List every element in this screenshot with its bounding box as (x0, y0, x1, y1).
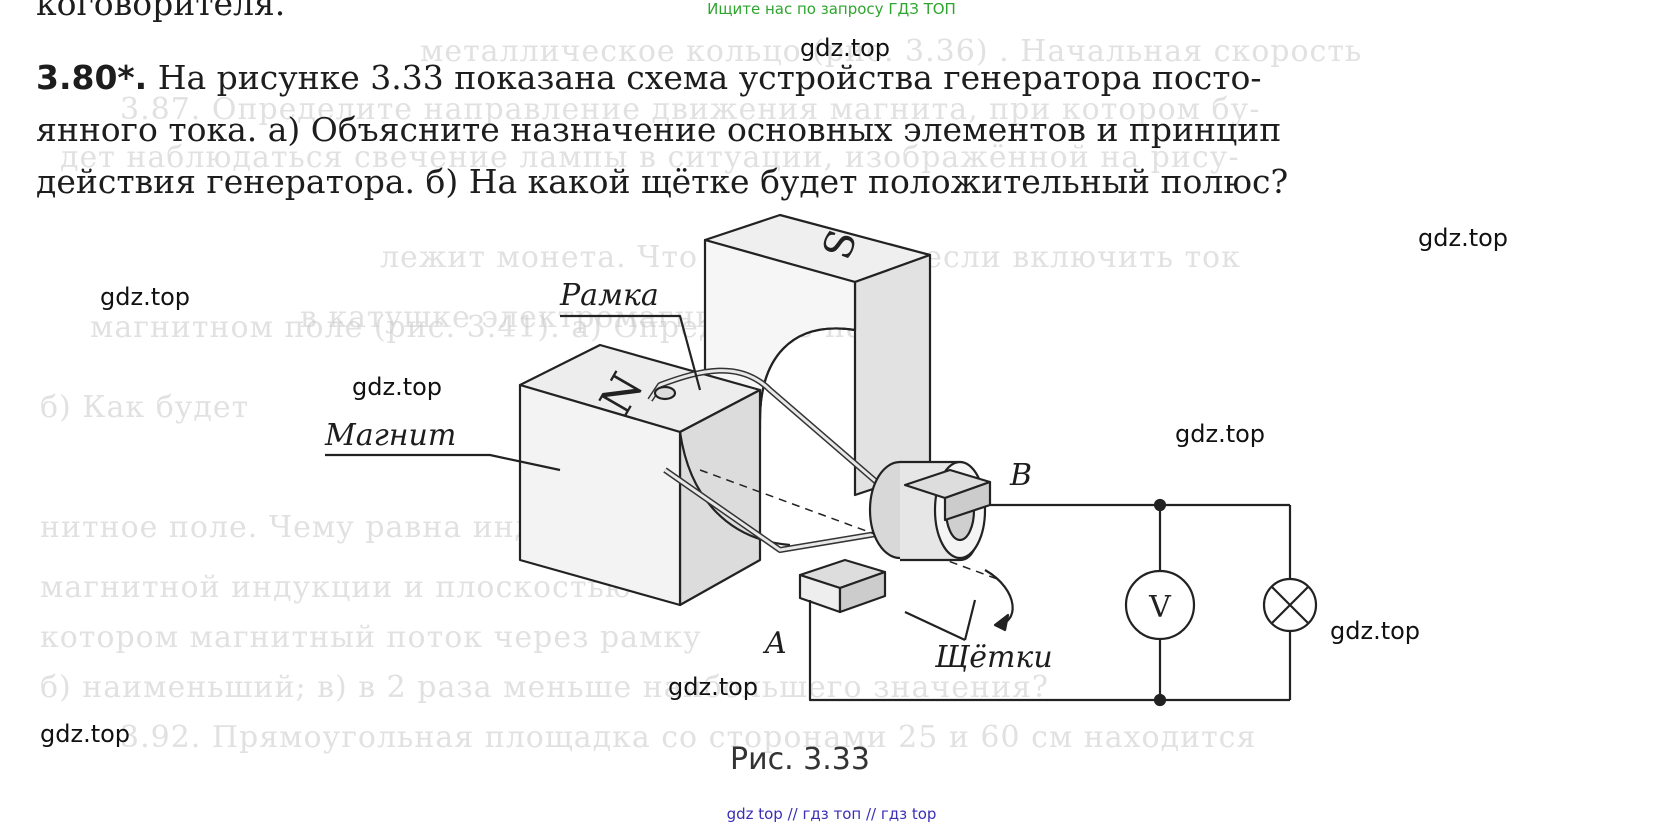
problem-line-1: 3.80*. На рисунке 3.33 показана схема ус… (36, 58, 1262, 97)
search-banner: Ищите нас по запросу ГДЗ ТОП (707, 0, 956, 18)
problem-line-3: действия генератора. б) На какой щётке б… (36, 162, 1289, 201)
brushes-label: Щётки (935, 640, 1053, 675)
watermark: gdz.top (668, 673, 759, 701)
problem-number: 3.80*. (36, 58, 148, 97)
bleed-through-text: дет наблюдаться свечение лампы в ситуаци… (60, 140, 1240, 175)
watermark: gdz.top (1418, 224, 1509, 252)
footer-links: gdz top // гдз топ // гдз top (726, 805, 937, 823)
bleed-through-text: 3.92. Прямоугольная площадка со сторонам… (120, 720, 1257, 755)
problem-line-2: янного тока. а) Объясните назначение осн… (36, 110, 1282, 149)
watermark: gdz.top (352, 373, 443, 401)
watermark: gdz.top (800, 34, 891, 62)
brush-a-label: A (765, 626, 787, 661)
brush-b-label: B (1010, 458, 1033, 493)
watermark: gdz.top (1330, 617, 1421, 645)
voltmeter-label: V (1148, 590, 1172, 625)
magnet-label: Магнит (325, 418, 457, 453)
magnet-n (518, 343, 791, 607)
bleed-through-text: котором магнитный поток через рамку (40, 620, 702, 655)
bleed-through-text: 3.87. Определите направление движения ма… (120, 92, 1261, 127)
watermark: gdz.top (1175, 420, 1266, 448)
bleed-through-text: в катушке электромагнита? (300, 300, 770, 335)
magnet-s (703, 213, 932, 497)
watermark: gdz.top (40, 720, 131, 748)
bleed-through-text: магнитной индукции и плоскостью (40, 570, 632, 605)
watermark: gdz.top (100, 283, 191, 311)
bleed-through-text: металлическое кольцо (рис. 3.36) . Начал… (420, 34, 1363, 69)
cut-off-text: коговорителя. (36, 0, 286, 23)
frame-label: Рамка (560, 278, 659, 313)
bleed-through-text: б) Как будет (40, 390, 250, 425)
figure-caption: Рис. 3.33 (730, 742, 870, 777)
